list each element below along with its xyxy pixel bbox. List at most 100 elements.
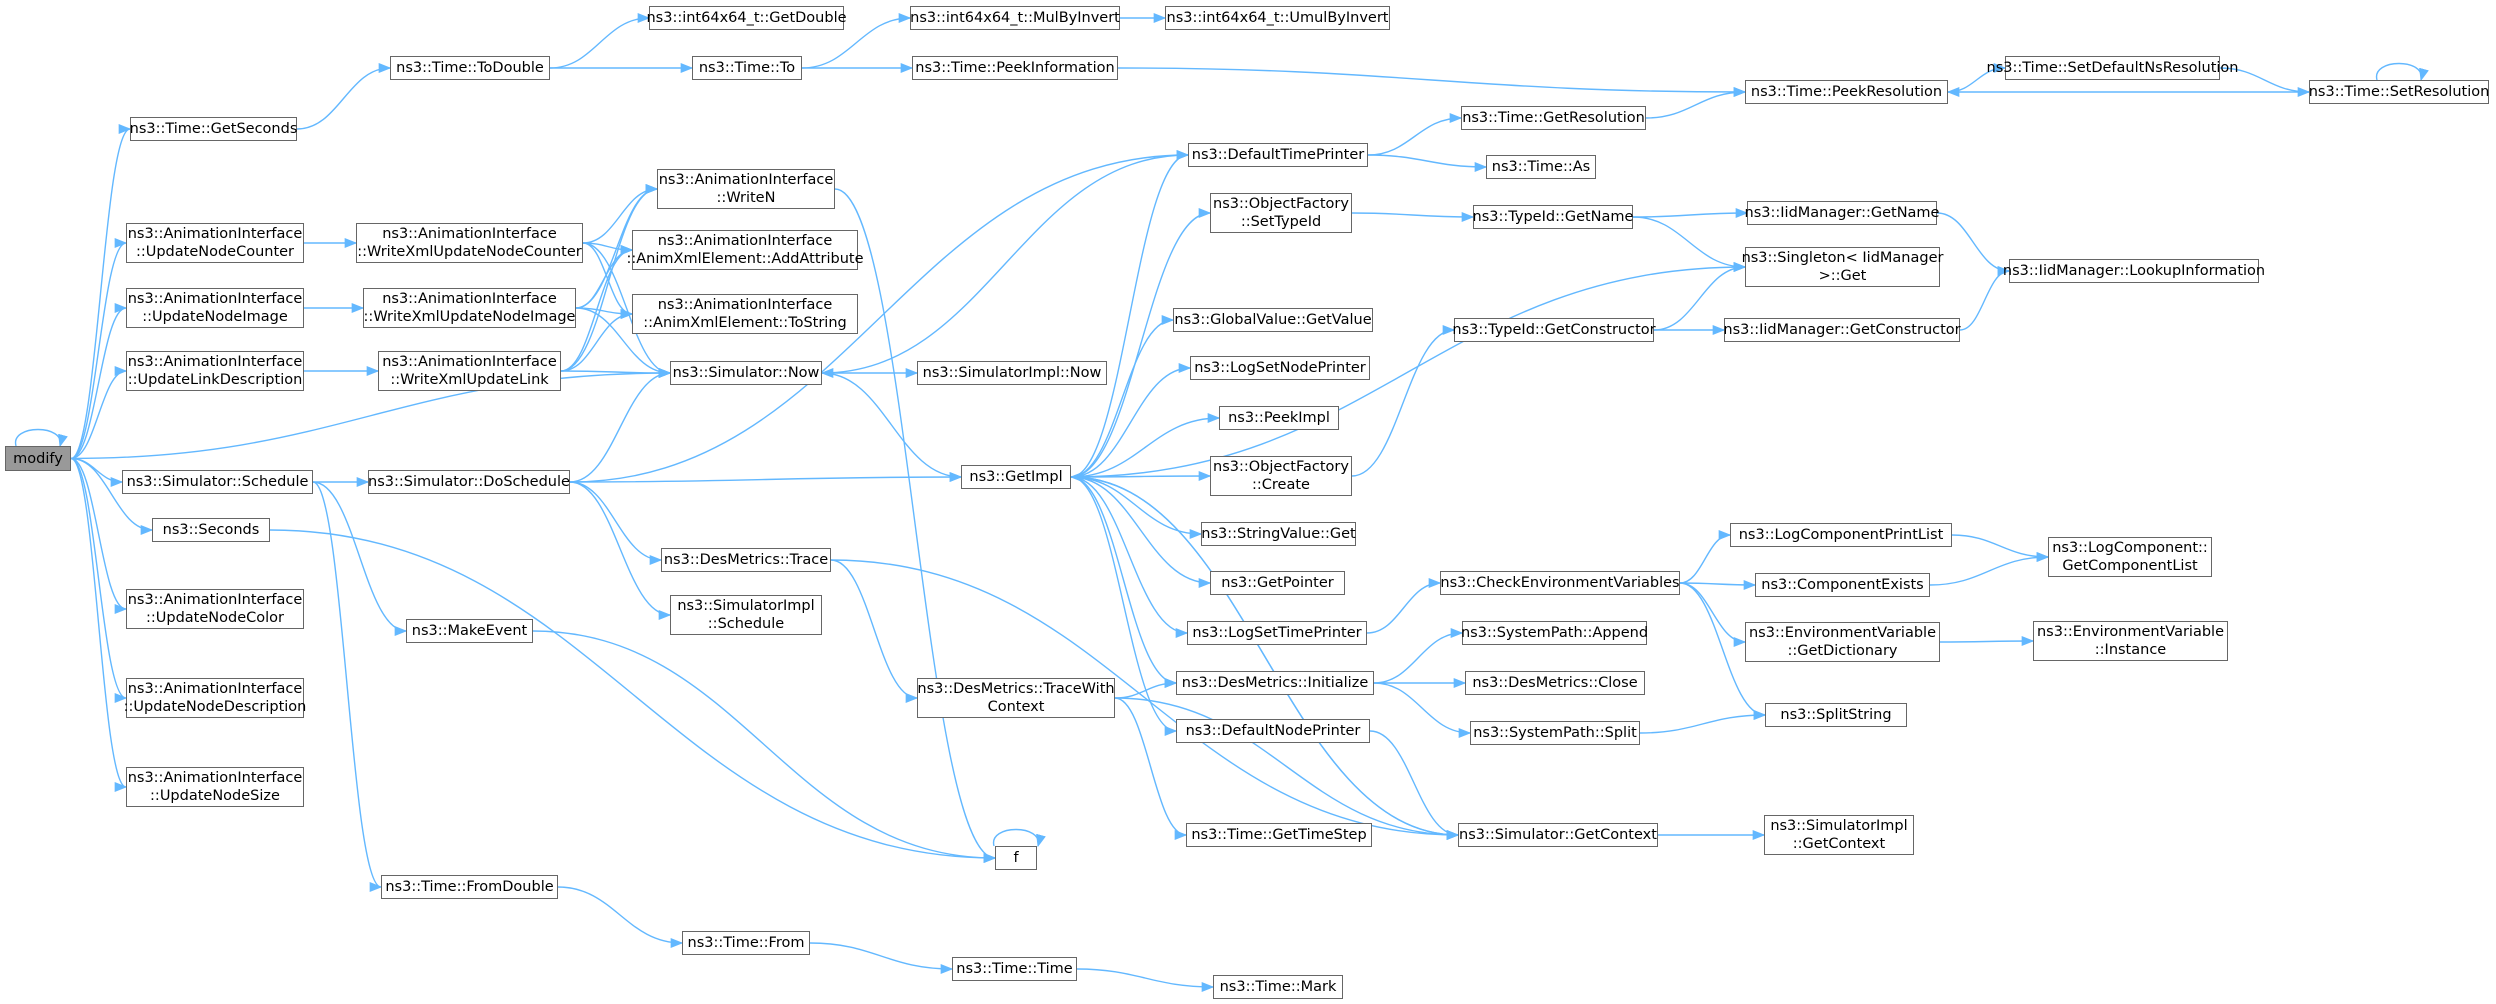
node-wxNodeImage[interactable]: ns3::AnimationInterface::WriteXmlUpdateN… [363,288,576,328]
node-updNodeSize[interactable]: ns3::AnimationInterface::UpdateNodeSize [126,767,304,807]
node-f[interactable]: f [995,846,1037,870]
node-setRes[interactable]: ns3::Time::SetResolution [2309,80,2489,104]
edge-modify-to-updNodeImage [70,303,128,460]
node-updNodeColor[interactable]: ns3::AnimationInterface::UpdateNodeColor [126,589,304,629]
node-peekImpl[interactable]: ns3::PeekImpl [1219,406,1339,430]
edge-seconds-to-f [269,529,997,864]
node-setDefNsRes[interactable]: ns3::Time::SetDefaultNsResolution [1987,56,2238,80]
node-makeEvent[interactable]: ns3::MakeEvent [406,619,533,643]
node-updLinkDesc[interactable]: ns3::AnimationInterface::UpdateLinkDescr… [126,351,304,391]
node-implNow[interactable]: ns3::SimulatorImpl::Now [917,361,1107,385]
node-updNodeCounter[interactable]: ns3::AnimationInterface::UpdateNodeCount… [126,223,304,263]
node-timeTo[interactable]: ns3::Time::To [692,56,802,80]
node-toString[interactable]: ns3::AnimationInterface::AnimXmlElement:… [632,294,858,334]
node-spSplit[interactable]: ns3::SystemPath::Split [1470,721,1640,745]
node-logCompPrintList[interactable]: ns3::LogComponentPrintList [1730,523,1952,547]
node-label: ns3::SystemPath::Append [1460,625,1649,641]
node-seconds[interactable]: ns3::Seconds [152,518,270,542]
node-getSeconds[interactable]: ns3::Time::GetSeconds [130,117,297,141]
node-getImpl[interactable]: ns3::GetImpl [961,465,1071,489]
edge-timeFrom-to-timeTime [809,942,954,975]
node-implGetCtx[interactable]: ns3::SimulatorImpl::GetContext [1764,815,1914,855]
node-timeAs[interactable]: ns3::Time::As [1486,155,1596,179]
node-getResolution[interactable]: ns3::Time::GetResolution [1461,106,1646,130]
edge-modify-to-updNodeCounter [70,238,128,460]
node-svGet[interactable]: ns3::StringValue::Get [1201,522,1356,546]
node-label: ::UpdateNodeDescription [123,699,307,715]
edge-doSchedule-to-desTrace [569,481,663,566]
node-peekRes[interactable]: ns3::Time::PeekResolution [1745,80,1948,104]
edge-ofCreate-to-typeGetCtor [1351,324,1456,477]
node-updNodeDesc[interactable]: ns3::AnimationInterface::UpdateNodeDescr… [123,678,307,718]
node-iidGetName[interactable]: ns3::IidManager::GetName [1745,201,1939,225]
node-getDouble[interactable]: ns3::int64x64_t::GetDouble [646,6,847,30]
node-label: ns3::GetPointer [1221,575,1334,591]
edge-peekInfo-to-peekRes [1117,67,1747,98]
node-addAttr[interactable]: ns3::AnimationInterface::AnimXmlElement:… [626,230,864,270]
node-compExists[interactable]: ns3::ComponentExists [1755,573,1930,597]
node-mulByInvert[interactable]: ns3::int64x64_t::MulByInvert [910,6,1120,30]
node-label: ns3::Time::PeekInformation [915,60,1115,76]
node-wxLink[interactable]: ns3::AnimationInterface::WriteXmlUpdateL… [378,351,561,391]
node-logSetNodePrinter[interactable]: ns3::LogSetNodePrinter [1190,356,1370,380]
node-ofCreate[interactable]: ns3::ObjectFactory::Create [1210,456,1352,496]
node-simSchedule[interactable]: ns3::Simulator::Schedule [122,470,313,494]
node-ofSetTypeId[interactable]: ns3::ObjectFactory::SetTypeId [1210,193,1352,233]
edge-modify-to-seconds [70,457,154,536]
node-doSchedule[interactable]: ns3::Simulator::DoSchedule [368,470,570,494]
node-defTimePrinter[interactable]: ns3::DefaultTimePrinter [1188,143,1368,167]
node-label: ns3::AnimationInterface [127,770,303,786]
edge-wxNodeCounter-to-simNow [582,242,672,379]
node-logSetTimePrinter[interactable]: ns3::LogSetTimePrinter [1187,621,1367,645]
node-desClose[interactable]: ns3::DesMetrics::Close [1465,671,1645,695]
node-updNodeImage[interactable]: ns3::AnimationInterface::UpdateNodeImage [126,288,304,328]
edge-typeGetName-to-singletonGet [1632,216,1747,273]
node-envInstance[interactable]: ns3::EnvironmentVariable::Instance [2033,621,2228,661]
node-label: GetComponentList [2062,558,2198,574]
edge-wxNodeImage-to-simNow [575,307,672,379]
node-singletonGet[interactable]: ns3::Singleton< IidManager>::Get [1742,247,1943,287]
node-timeFrom[interactable]: ns3::Time::From [682,931,810,955]
node-label: f [1013,850,1019,866]
edge-checkEnv-to-envGetDict [1679,582,1747,648]
node-writeN[interactable]: ns3::AnimationInterface::WriteN [657,169,835,209]
edge-typeGetCtor-to-singletonGet [1653,261,1747,331]
node-peekInfo[interactable]: ns3::Time::PeekInformation [912,56,1118,80]
node-label: ns3::IidManager::LookupInformation [2002,263,2266,279]
node-label: ns3::Time::FromDouble [385,879,554,895]
node-toDouble[interactable]: ns3::Time::ToDouble [390,56,550,80]
node-getPointer[interactable]: ns3::GetPointer [1210,571,1345,595]
node-spAppend[interactable]: ns3::SystemPath::Append [1460,621,1649,645]
node-typeGetCtor[interactable]: ns3::TypeId::GetConstructor [1452,318,1656,342]
node-umulByInvert[interactable]: ns3::int64x64_t::UmulByInvert [1165,6,1390,30]
node-desInit[interactable]: ns3::DesMetrics::Initialize [1176,671,1374,695]
node-typeGetName[interactable]: ns3::TypeId::GetName [1473,205,1633,229]
node-gvGetValue[interactable]: ns3::GlobalValue::GetValue [1173,308,1373,332]
node-implSchedule[interactable]: ns3::SimulatorImpl::Schedule [670,595,822,635]
node-simNow[interactable]: ns3::Simulator::Now [670,361,822,385]
node-label: ::UpdateNodeCounter [135,244,295,260]
edge-getImpl-to-singletonGet [1070,261,1747,478]
node-logCompGetList[interactable]: ns3::LogComponent::GetComponentList [2048,537,2212,577]
node-splitString[interactable]: ns3::SplitString [1765,703,1907,727]
node-timeMark[interactable]: ns3::Time::Mark [1213,975,1343,999]
node-modify[interactable]: modify [5,446,71,471]
node-label: >::Get [1818,268,1867,284]
node-timeTime[interactable]: ns3::Time::Time [952,957,1077,981]
node-fromDouble[interactable]: ns3::Time::FromDouble [381,875,558,899]
node-wxNodeCounter[interactable]: ns3::AnimationInterface::WriteXmlUpdateN… [356,223,583,263]
node-getTimeStep[interactable]: ns3::Time::GetTimeStep [1186,823,1372,847]
node-iidLookup[interactable]: ns3::IidManager::LookupInformation [2003,259,2265,283]
node-envGetDict[interactable]: ns3::EnvironmentVariable::GetDictionary [1745,622,1940,662]
edge-getImpl-to-desInit [1070,476,1178,688]
node-iidGetCtor[interactable]: ns3::IidManager::GetConstructor [1723,318,1961,342]
edge-writeN-to-f [834,188,997,863]
node-simGetCtx[interactable]: ns3::Simulator::GetContext [1458,823,1658,847]
node-defNodePrinter[interactable]: ns3::DefaultNodePrinter [1176,719,1370,743]
edge-doSchedule-to-defTimePrinter [569,149,1190,483]
edge-spSplit-to-splitString [1639,709,1767,734]
node-checkEnv[interactable]: ns3::CheckEnvironmentVariables [1440,571,1680,595]
node-desTrace[interactable]: ns3::DesMetrics::Trace [661,548,831,572]
node-label: ns3::Time::Mark [1219,979,1337,995]
